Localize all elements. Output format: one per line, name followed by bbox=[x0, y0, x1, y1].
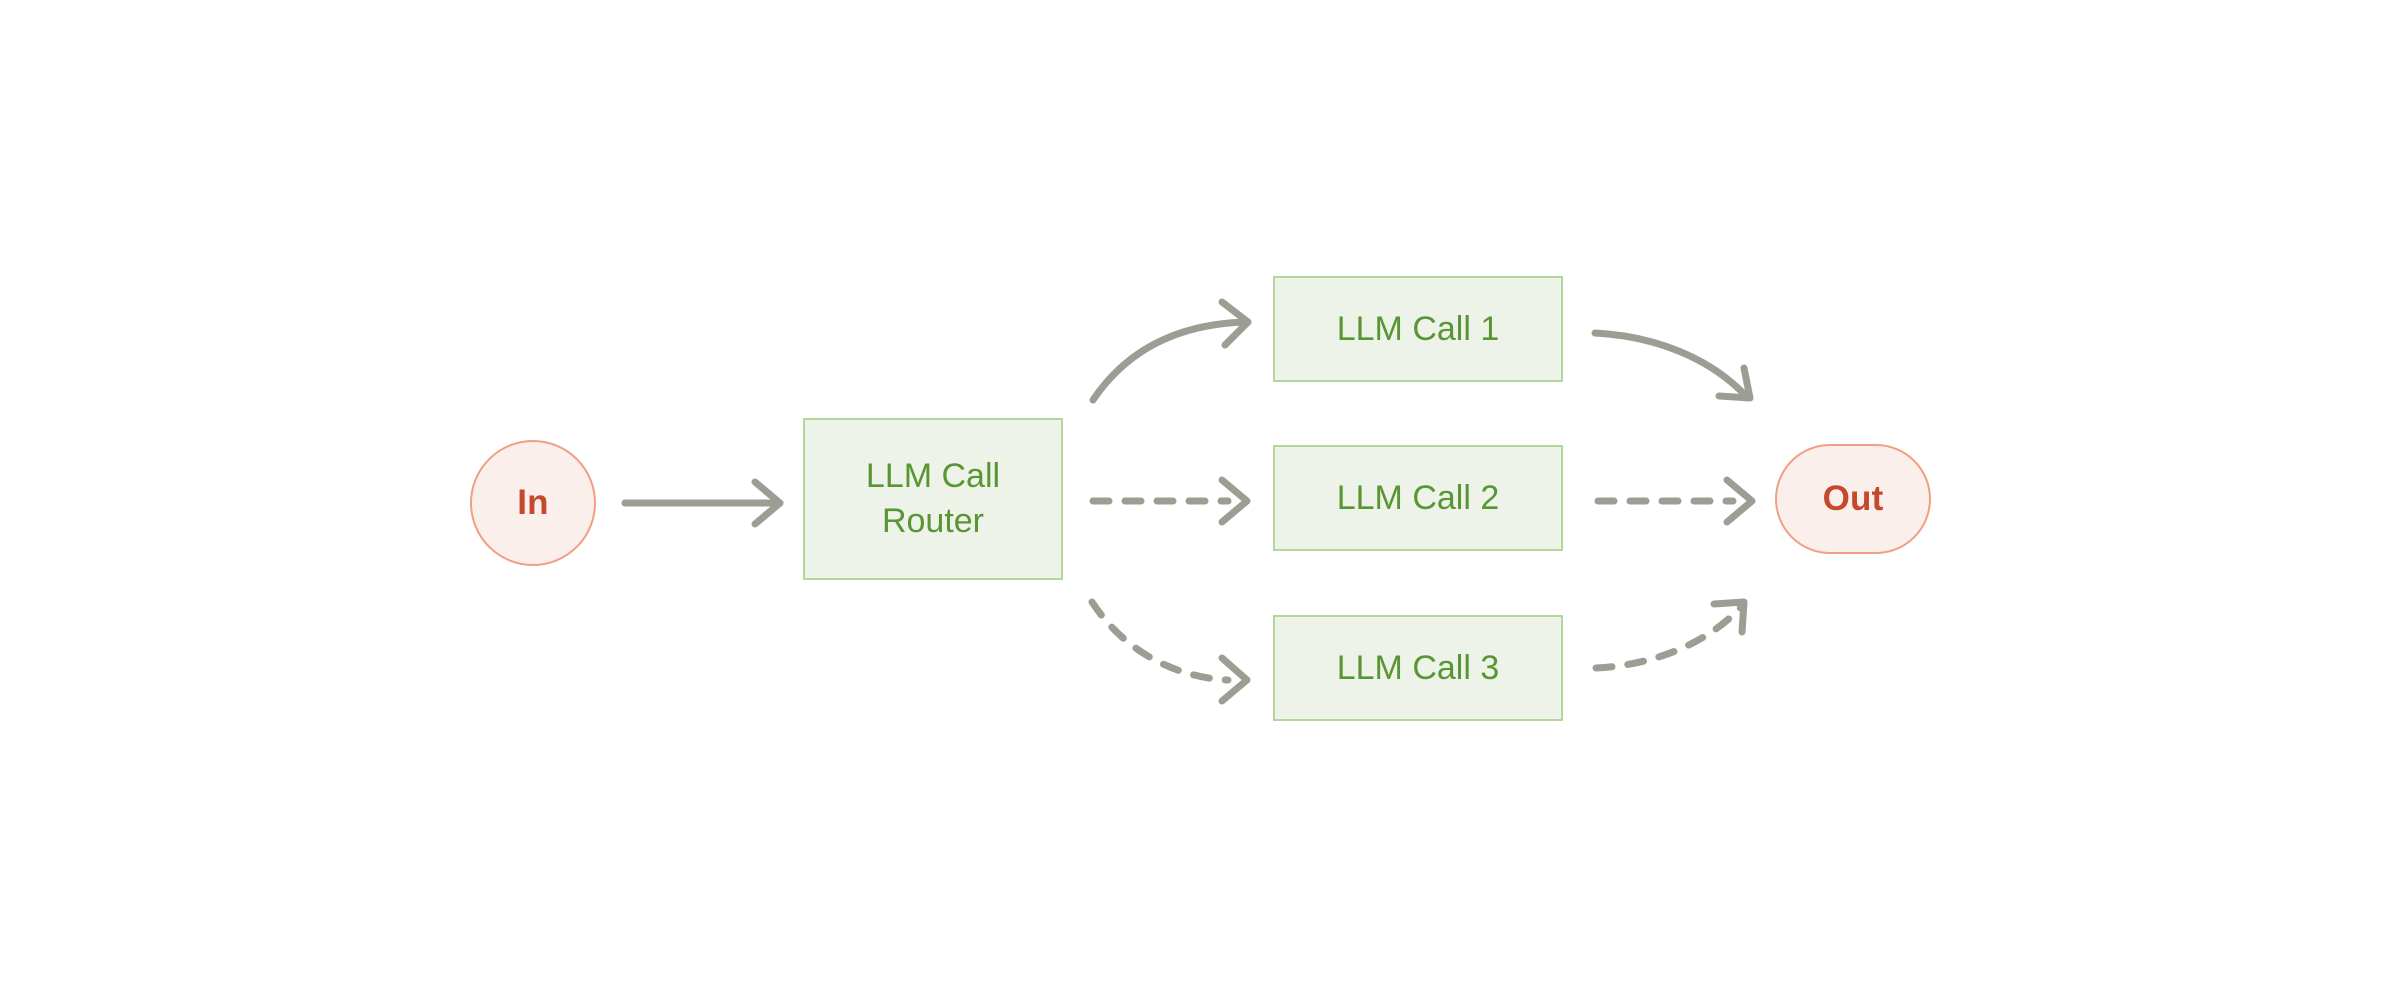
edge-router-to-call-2 bbox=[1089, 476, 1251, 526]
node-in[interactable]: In bbox=[470, 440, 596, 566]
node-llm-call-3-label: LLM Call 3 bbox=[1336, 648, 1500, 687]
edge-call-3-to-out bbox=[1592, 598, 1748, 672]
node-llm-call-3[interactable]: LLM Call 3 bbox=[1273, 615, 1563, 721]
node-llm-call-router[interactable]: LLM Call Router bbox=[803, 418, 1063, 580]
node-out-label: Out bbox=[1822, 479, 1884, 518]
node-llm-call-1-label: LLM Call 1 bbox=[1336, 309, 1500, 348]
edge-router-to-call-3 bbox=[1088, 598, 1251, 705]
node-llm-call-2[interactable]: LLM Call 2 bbox=[1273, 445, 1563, 551]
edge-in-to-router bbox=[621, 478, 784, 528]
node-llm-call-router-label: LLM Call Router bbox=[866, 454, 1000, 544]
edge-call-1-to-out bbox=[1591, 329, 1754, 402]
edge-router-to-call-1 bbox=[1089, 298, 1252, 404]
node-llm-call-router-label-line-2: Router bbox=[881, 502, 985, 540]
node-llm-call-router-label-line-1: LLM Call bbox=[865, 457, 1001, 496]
node-in-label: In bbox=[517, 483, 549, 522]
node-out[interactable]: Out bbox=[1775, 444, 1931, 554]
node-llm-call-2-label: LLM Call 2 bbox=[1336, 478, 1500, 517]
edge-call-2-to-out bbox=[1594, 476, 1756, 526]
node-llm-call-1[interactable]: LLM Call 1 bbox=[1273, 276, 1563, 382]
